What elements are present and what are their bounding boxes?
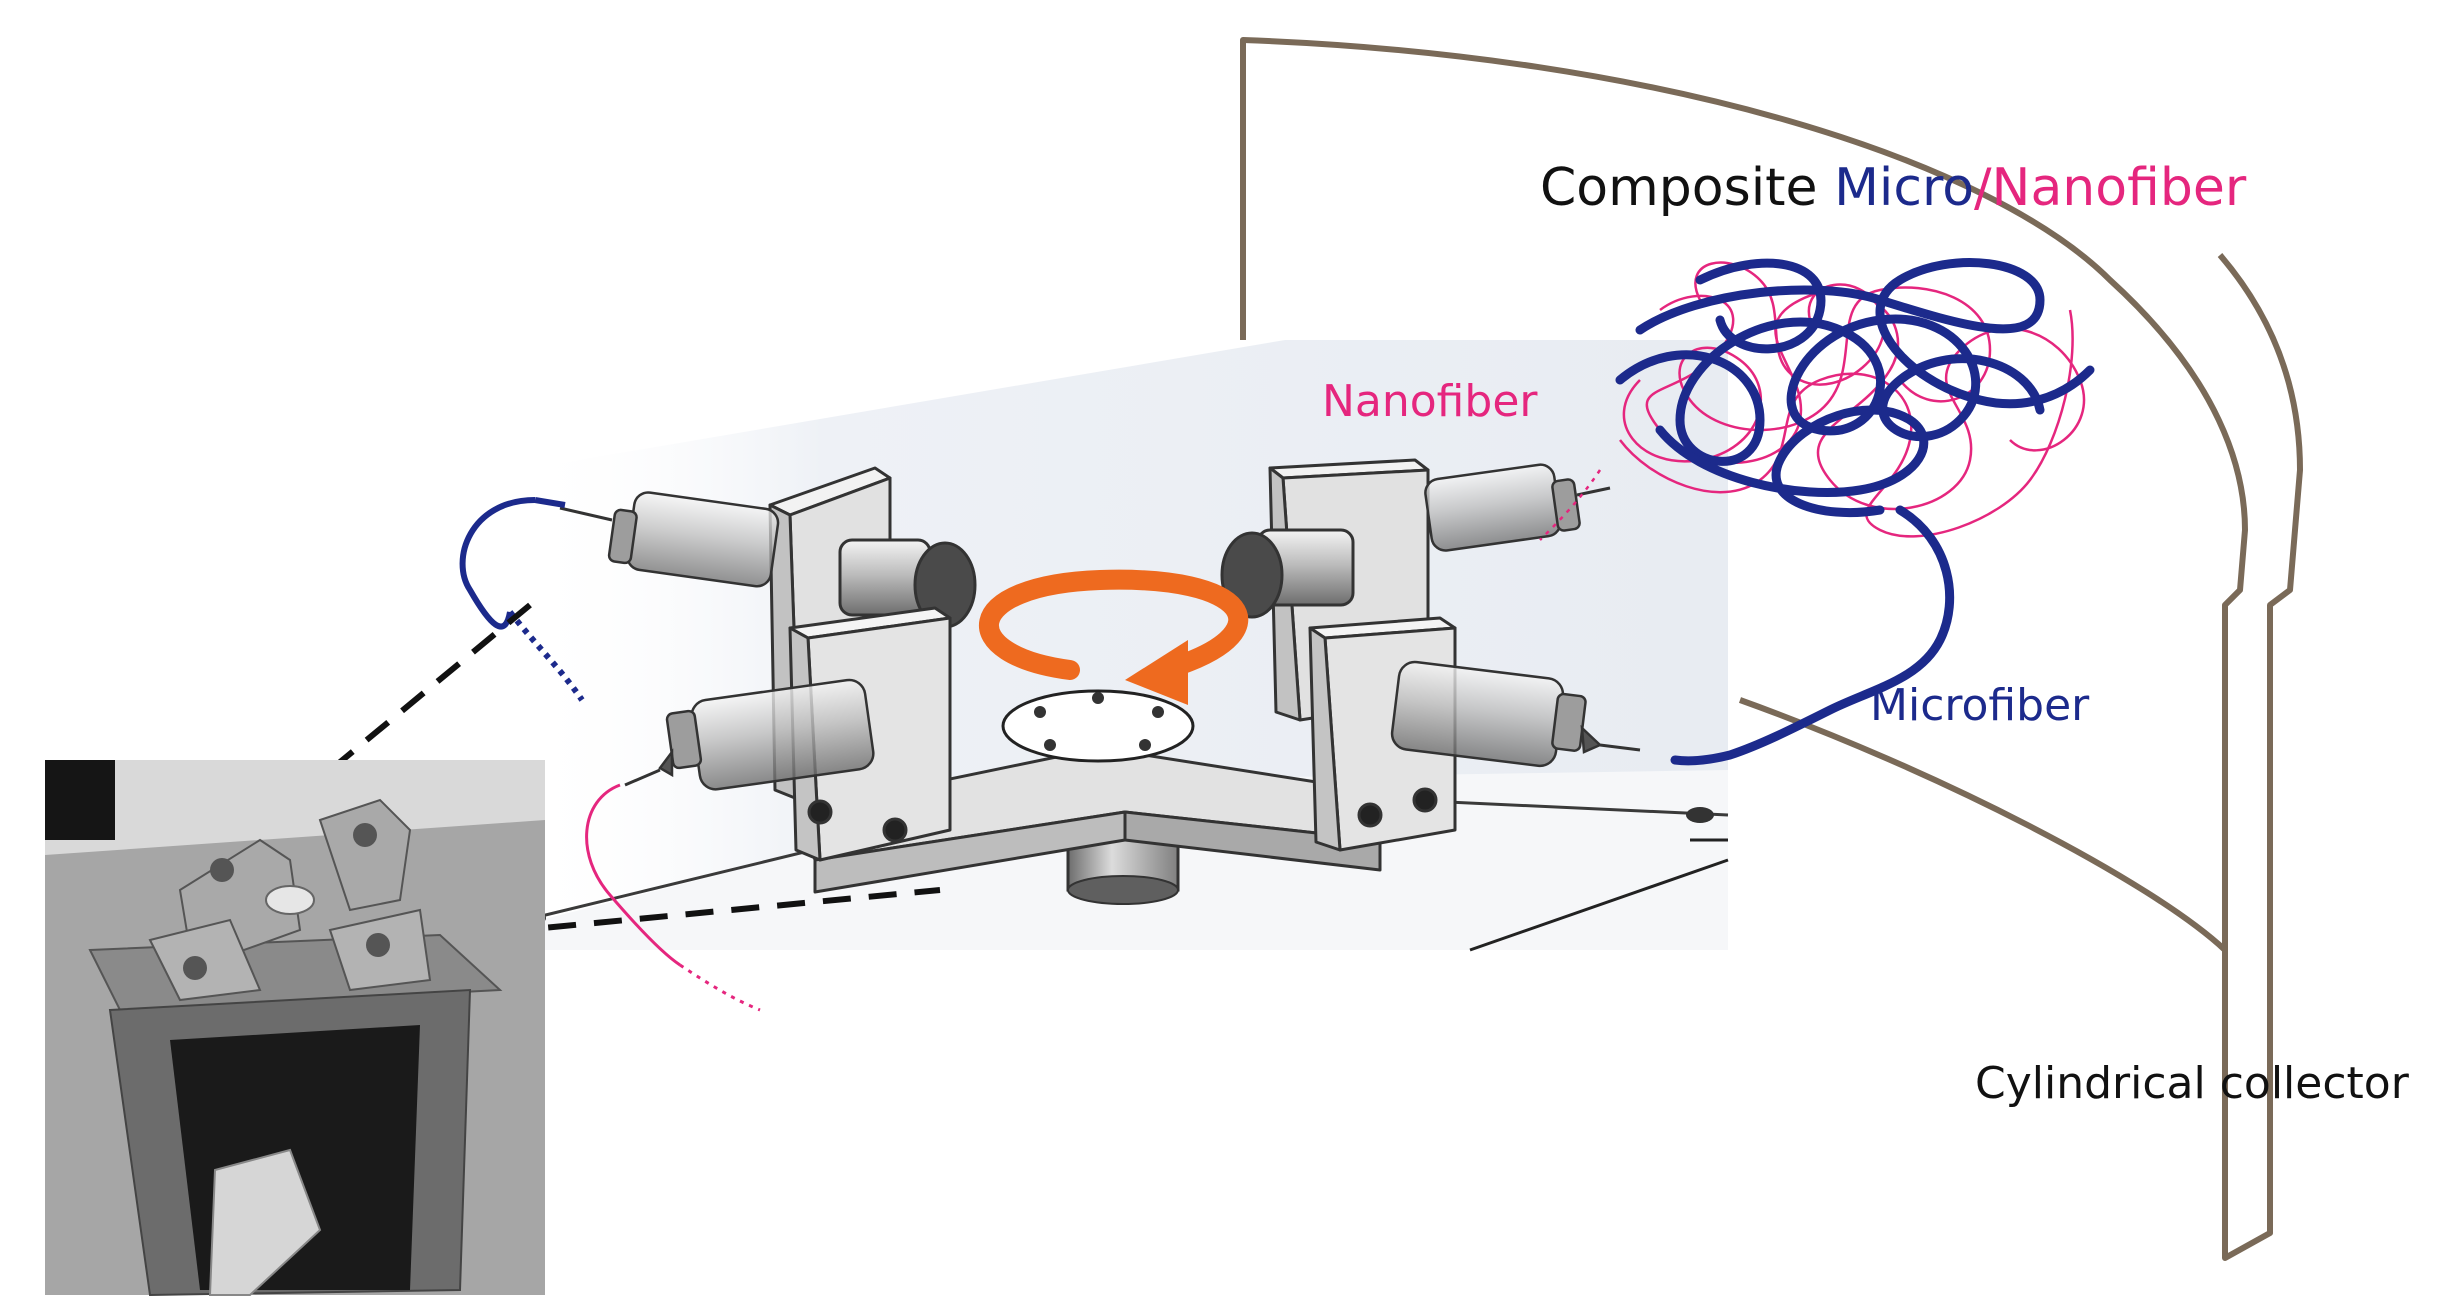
microfiber-label: Microfiber — [1870, 680, 2090, 731]
nanofiber-label: Nanofiber — [1322, 376, 1538, 427]
syringe-back-right — [1424, 463, 1611, 552]
circular-rotation-arrow-icon — [979, 569, 1249, 705]
microfiber-left-strand — [459, 497, 585, 702]
syringe-front-left — [624, 678, 875, 791]
apparatus-photo-image — [45, 760, 545, 1297]
composite-micro-text: Micro — [1834, 158, 1975, 218]
composite-prefix-text: Composite — [1540, 158, 1835, 218]
syringe-back-left — [559, 491, 780, 588]
microfiber-tangle — [1615, 258, 2095, 766]
composite-slash-text: / — [1974, 158, 1992, 218]
composite-fiber-label: Composite Micro/Nanofiber — [1540, 162, 2246, 214]
nanofiber-left-strand — [585, 783, 761, 1012]
cylindrical-collector — [1240, 37, 2303, 1261]
disc-right — [1220, 528, 1355, 619]
cylindrical-collector-label: Cylindrical collector — [1975, 1058, 2409, 1109]
syringe-front-right — [1390, 660, 1641, 768]
disc-left — [838, 538, 977, 629]
composite-nano-text: Nanofiber — [1991, 158, 2247, 218]
center-plate — [1001, 689, 1195, 763]
